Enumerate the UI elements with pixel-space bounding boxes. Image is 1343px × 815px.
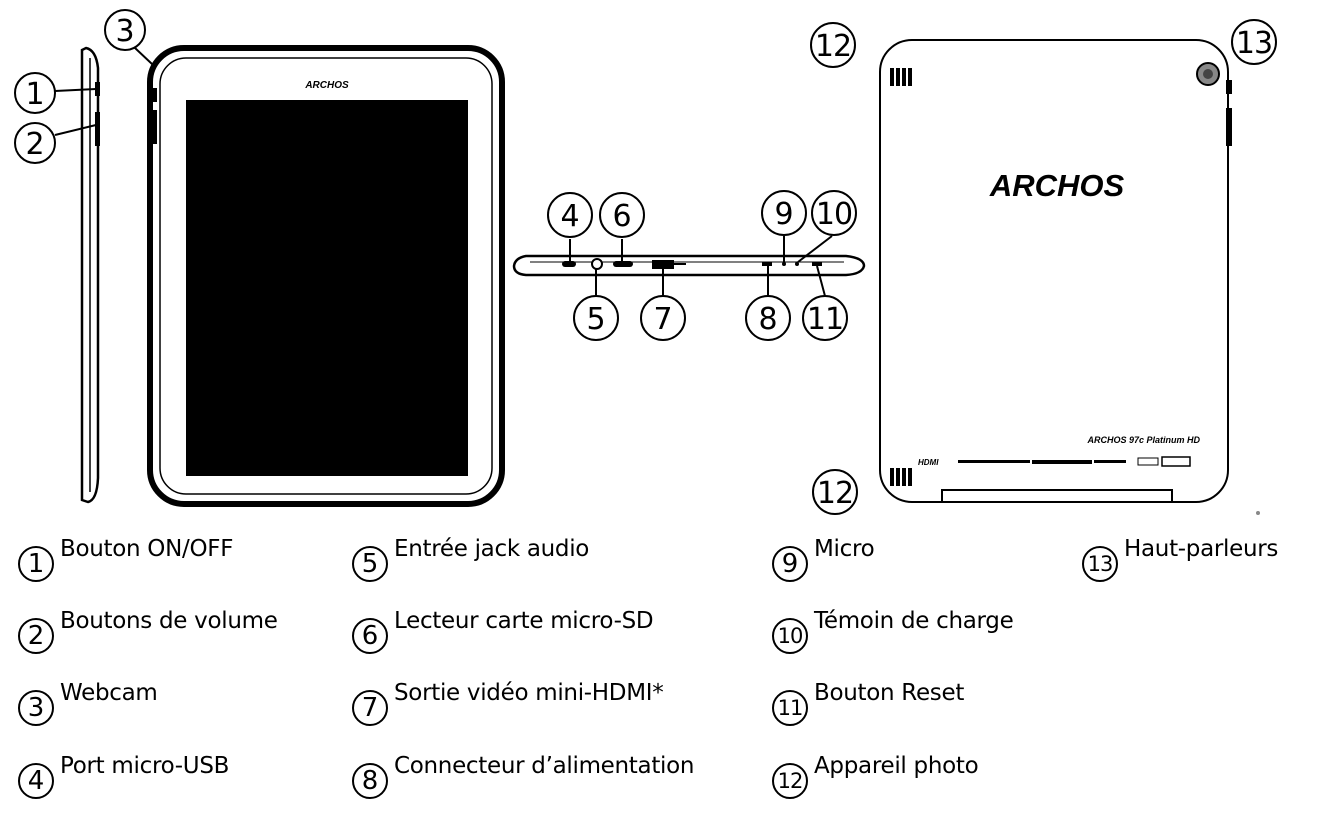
callout-9: 9	[761, 190, 807, 236]
kickstand-notch	[941, 489, 1173, 502]
svg-text:1: 1	[25, 77, 44, 112]
side-volume-buttons	[95, 112, 100, 146]
svg-text:12: 12	[815, 29, 851, 64]
svg-text:10: 10	[816, 197, 852, 232]
charge-led	[795, 262, 799, 266]
legend-label: Port micro-USB	[60, 753, 230, 779]
legend-number: 7	[352, 690, 388, 726]
callout-13: 13	[1231, 19, 1277, 65]
rear-camera	[1196, 62, 1220, 86]
svg-text:5: 5	[586, 302, 605, 337]
back-view: ARCHOS ARCHOS 97c Platinum HD HDMI	[879, 39, 1260, 515]
port-micro-usb	[562, 261, 576, 267]
legend-label: Lecteur carte micro-SD	[394, 608, 654, 634]
edge-view	[512, 254, 866, 277]
legend-number: 11	[772, 690, 808, 726]
callout-8: 8	[745, 295, 791, 341]
back-hdmi-mark: HDMI	[918, 458, 939, 467]
tablet-diagram: ARCHOS	[14, 9, 1277, 515]
callout-2: 2	[14, 122, 56, 164]
svg-text:4: 4	[560, 199, 579, 234]
legend-number: 3	[18, 690, 54, 726]
front-screen	[186, 100, 468, 476]
side-view	[80, 46, 100, 504]
legend-label: Micro	[814, 536, 875, 562]
callout-7: 7	[640, 295, 686, 341]
svg-text:8: 8	[758, 302, 777, 337]
back-brand-logo: ARCHOS	[989, 168, 1125, 203]
legend-label: Connecteur d’alimentation	[394, 753, 695, 779]
callout-6: 6	[599, 192, 645, 238]
svg-text:9: 9	[774, 197, 793, 232]
legend-label: Appareil photo	[814, 753, 979, 779]
legend-label: Bouton Reset	[814, 680, 965, 706]
front-view: ARCHOS	[147, 45, 505, 507]
legend-number: 2	[18, 618, 54, 654]
legend-label: Boutons de volume	[60, 608, 278, 634]
legend-number: 12	[772, 763, 808, 799]
legend-label: Bouton ON/OFF	[60, 536, 234, 562]
front-brand-logo: ARCHOS	[304, 80, 349, 91]
legend-number: 5	[352, 546, 388, 582]
callout-1: 1	[14, 72, 56, 114]
speaker-grille-top	[890, 68, 912, 86]
speaker-grille-bottom	[890, 468, 912, 486]
svg-text:2: 2	[25, 127, 44, 162]
regulatory-marks	[958, 456, 1191, 467]
legend-number: 4	[18, 763, 54, 799]
port-audio-jack	[591, 258, 603, 270]
legend-number: 10	[772, 618, 808, 654]
legend-number: 9	[772, 546, 808, 582]
svg-text:11: 11	[807, 302, 843, 337]
legend-number: 1	[18, 546, 54, 582]
callout-12-bottom: 12	[812, 469, 858, 515]
callout-5: 5	[573, 295, 619, 341]
legend-label: Webcam	[60, 680, 158, 706]
port-power	[762, 262, 772, 266]
callout-10: 10	[811, 190, 857, 236]
legend-number: 8	[352, 763, 388, 799]
leader-lines	[54, 47, 833, 297]
svg-text:13: 13	[1236, 26, 1272, 61]
legend-number: 6	[352, 618, 388, 654]
legend-label: Entrée jack audio	[394, 536, 590, 562]
svg-text:3: 3	[115, 14, 134, 49]
callout-4: 4	[547, 192, 593, 238]
slot-micro-sd	[613, 261, 633, 267]
legend-label: Témoin de charge	[814, 608, 1014, 634]
callout-3: 3	[104, 9, 146, 51]
reset-button	[812, 262, 822, 266]
callout-12-top: 12	[810, 22, 856, 68]
back-model-name: ARCHOS 97c Platinum HD	[1086, 435, 1200, 445]
svg-text:6: 6	[612, 199, 631, 234]
legend-number: 13	[1082, 546, 1118, 582]
callout-11: 11	[802, 295, 848, 341]
port-mini-hdmi	[652, 260, 674, 269]
svg-text:7: 7	[653, 302, 672, 337]
legend-label: Haut-parleurs	[1124, 536, 1279, 562]
microphone-hole	[782, 262, 786, 266]
side-power-button	[95, 82, 100, 96]
legend-label: Sortie vidéo mini-HDMI*	[394, 680, 664, 706]
svg-text:12: 12	[817, 476, 853, 511]
